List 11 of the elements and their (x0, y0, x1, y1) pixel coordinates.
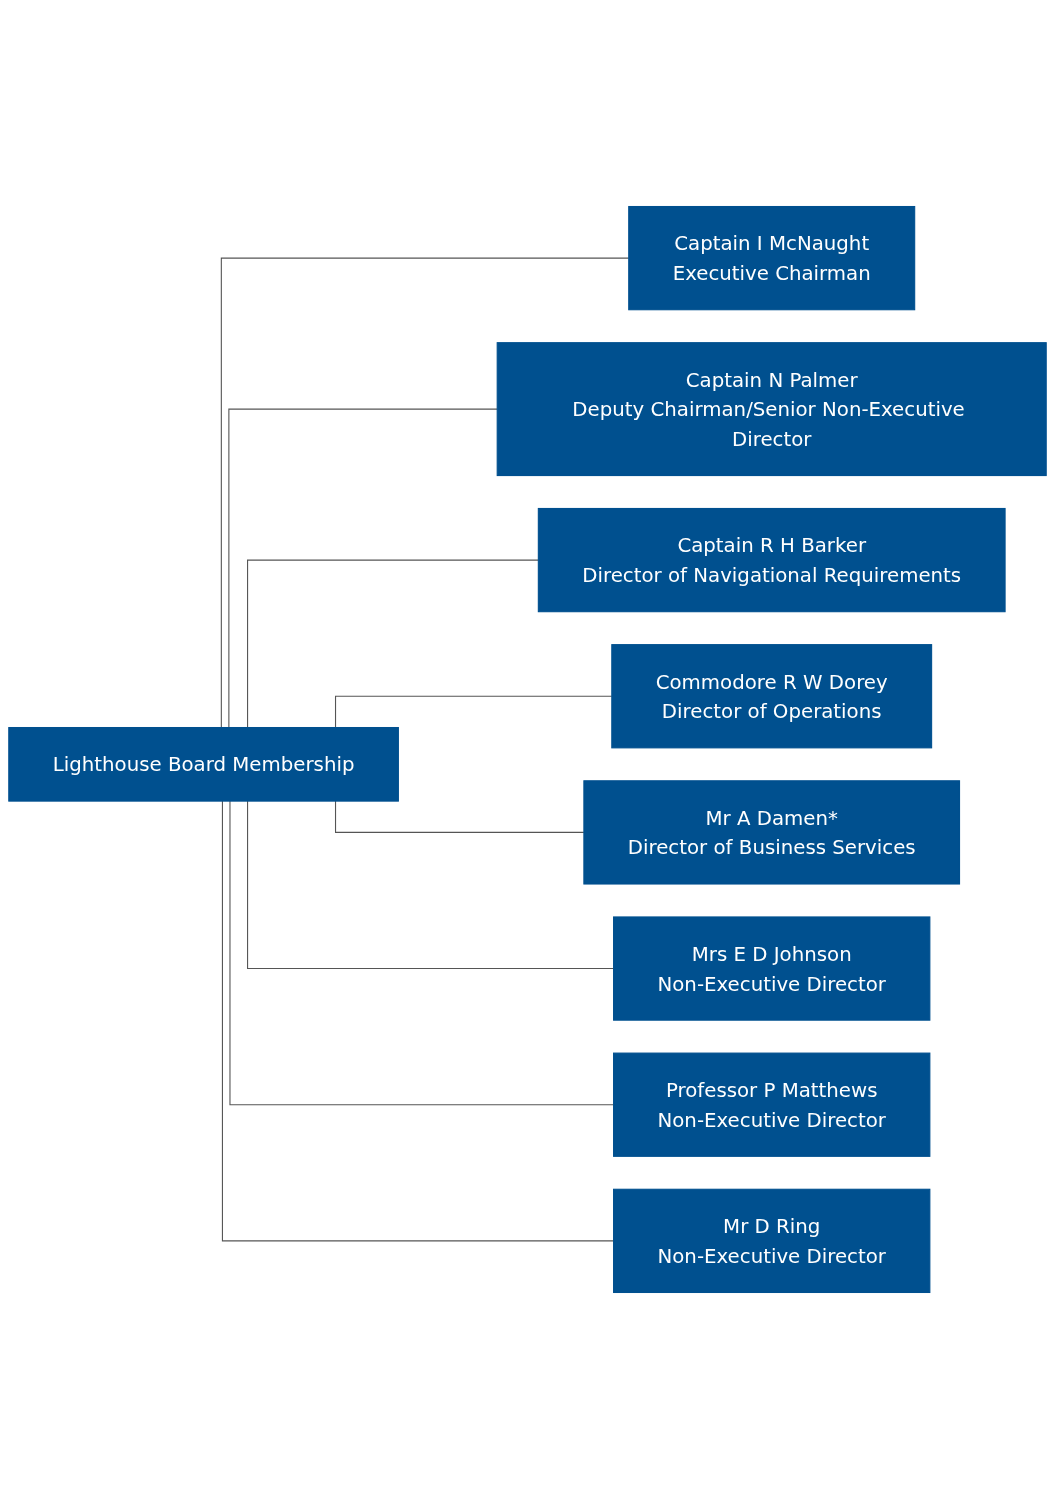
node-box: Mr D Ring Non-Executive Director (613, 1188, 931, 1294)
node-box: Mrs E D Johnson Non-Executive Director (613, 916, 931, 1021)
connector (247, 559, 539, 729)
node-box: Mr A Damen* Director of Business Services (583, 780, 961, 885)
node-box: Captain N Palmer Deputy Chairman/Senior Non-Executive Director (496, 342, 1047, 477)
node-box: Lighthouse Board Membership (8, 727, 399, 802)
connector (228, 408, 498, 729)
node-box: Professor P Matthews Non-Executive Director (613, 1052, 931, 1157)
node-box: Commodore R W Dorey Director of Operations (611, 644, 933, 749)
node-box: Captain I McNaught Executive Chairman (628, 205, 916, 311)
node-box: Captain R H Barker Director of Navigational Requirements (537, 507, 1006, 613)
